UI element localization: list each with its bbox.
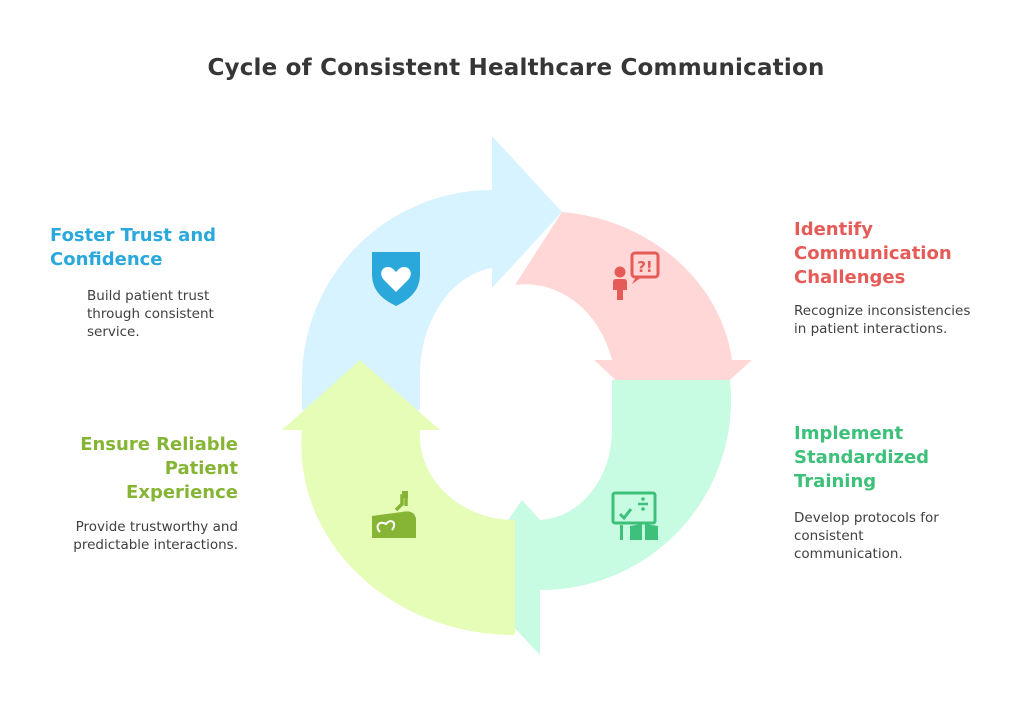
stage-ensure-reliable-description: Provide trustworthy and predictable inte… [73, 519, 238, 553]
stage-identify-challenges-heading: Identify Communication Challenges [794, 219, 952, 288]
arrow-identify-challenges [515, 212, 752, 432]
stage-ensure-reliable-heading: Ensure Reliable Patient Experience [80, 434, 238, 503]
arrow-implement-training [468, 380, 732, 655]
stage-implement-training-description: Develop protocols for consistent communi… [794, 510, 939, 562]
training-board-book-icon [611, 491, 658, 540]
stage-foster-trust-heading: Foster Trust and Confidence [50, 225, 217, 270]
hand-stethoscope-icon [372, 491, 416, 538]
person-speech-alert-icon: ?! [613, 251, 660, 300]
stage-implement-training-heading: Implement Standardized Training [794, 423, 930, 492]
stage-foster-trust-description: Build patient trust through consistent s… [87, 288, 214, 340]
page-title: Cycle of Consistent Healthcare Communica… [207, 55, 825, 81]
stage-identify-challenges-description: Recognize inconsistencies in patient int… [794, 303, 971, 337]
svg-text:?!: ?! [637, 258, 653, 276]
shield-heart-icon [372, 252, 420, 306]
arrow-foster-trust [302, 136, 562, 410]
arrow-ensure-reliable [282, 360, 515, 636]
